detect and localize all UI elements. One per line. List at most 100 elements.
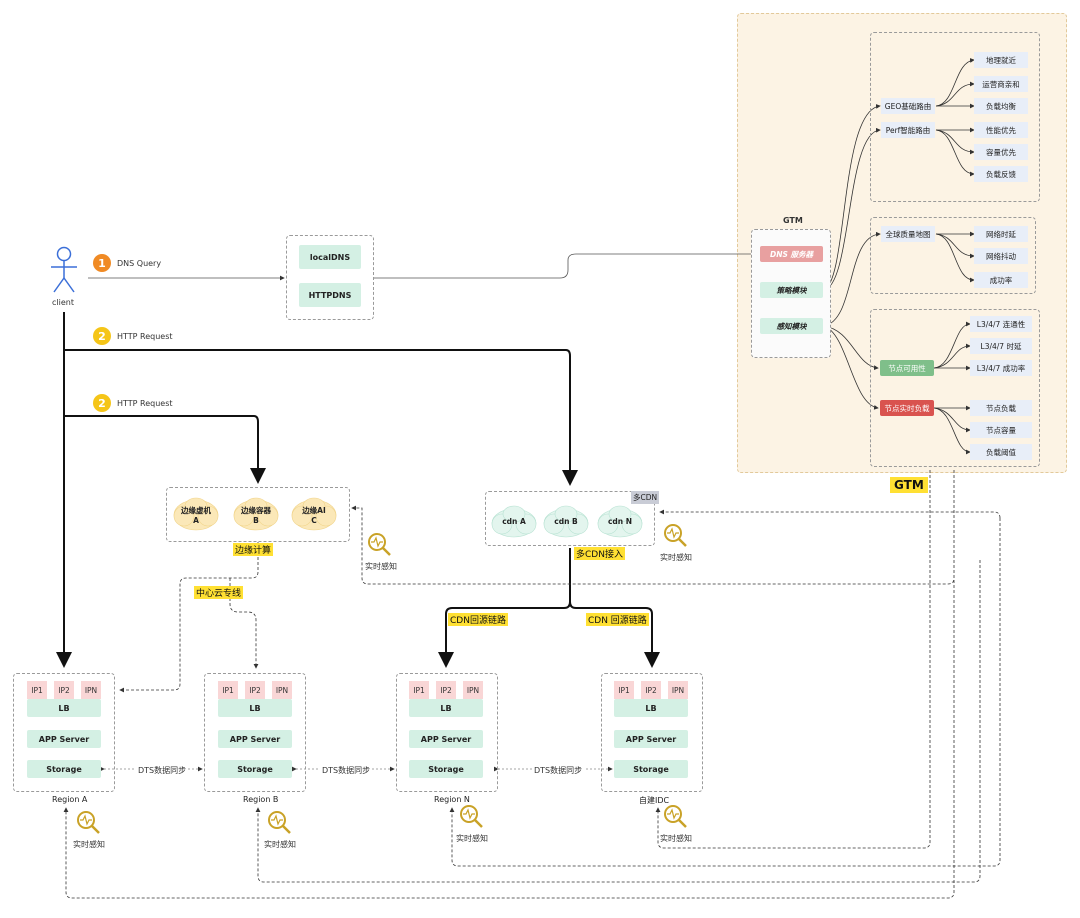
dns-server-box: DNS 服务器 bbox=[760, 246, 823, 262]
edge-ai-line2: C bbox=[311, 516, 317, 525]
perf-leaf-feedback: 负载反馈 bbox=[974, 166, 1028, 182]
cdn-origin-right-label: CDN 回源链路 bbox=[586, 613, 649, 626]
region-b-name: Region B bbox=[243, 795, 279, 804]
region-b-ip2: IP2 bbox=[245, 681, 265, 699]
edge-vm-line2: A bbox=[193, 516, 199, 525]
routing-group bbox=[870, 32, 1040, 202]
region-b-ip1: IP1 bbox=[218, 681, 238, 699]
region-a-ip1: IP1 bbox=[27, 681, 47, 699]
step-badge-2a: 2 bbox=[93, 327, 111, 345]
quality-leaf-jitter: 网络抖动 bbox=[974, 248, 1028, 264]
realtime-label-cdn: 实时感知 bbox=[660, 553, 692, 562]
gtm-title: GTM bbox=[783, 216, 803, 225]
region-a-ip2: IP2 bbox=[54, 681, 74, 699]
realtime-label-n: 实时感知 bbox=[456, 834, 488, 843]
edge-cloud-shapes bbox=[173, 497, 337, 531]
cdn-origin-left-label: CDN回源链路 bbox=[448, 613, 508, 626]
geo-leaf-loadbalance: 负载均衡 bbox=[974, 98, 1028, 114]
quality-group bbox=[870, 217, 1036, 294]
realtime-label-b: 实时感知 bbox=[264, 840, 296, 849]
region-a-lb: LB bbox=[27, 699, 101, 717]
dts-sync-label-3: DTS数据同步 bbox=[532, 765, 585, 776]
region-b-ipn: IPN bbox=[272, 681, 292, 699]
realtime-sense-icon bbox=[664, 524, 687, 547]
region-n-name: Region N bbox=[434, 795, 470, 804]
idc-ipn: IPN bbox=[668, 681, 688, 699]
region-a-app-server: APP Server bbox=[27, 730, 101, 748]
cdn-group bbox=[485, 491, 655, 546]
geo-leaf-nearby: 地理就近 bbox=[974, 52, 1028, 68]
region-n-box bbox=[396, 673, 498, 792]
region-n-ip2: IP2 bbox=[436, 681, 456, 699]
cdn-a-node: cdn A bbox=[502, 517, 526, 526]
idc-app-server: APP Server bbox=[614, 730, 688, 748]
edge-ai-line1: 边缘AI bbox=[302, 506, 326, 515]
realtime-sense-icon bbox=[268, 811, 291, 834]
perf-leaf-performance: 性能优先 bbox=[974, 122, 1028, 138]
edge-container-line2: B bbox=[253, 516, 259, 525]
quality-leaf-success: 成功率 bbox=[974, 272, 1028, 288]
idc-lb: LB bbox=[614, 699, 688, 717]
region-b-app-server: APP Server bbox=[218, 730, 292, 748]
load-leaf-threshold: 负载阈值 bbox=[970, 444, 1032, 460]
gtm-big-label: GTM bbox=[890, 477, 928, 493]
local-dns-group bbox=[286, 235, 374, 320]
client-label: client bbox=[52, 298, 74, 307]
region-n-ip1: IP1 bbox=[409, 681, 429, 699]
cdn-n-node: cdn N bbox=[607, 517, 633, 526]
http-request-label-2: HTTP Request bbox=[117, 399, 173, 408]
region-b-lb: LB bbox=[218, 699, 292, 717]
cdn-b-node: cdn B bbox=[554, 517, 578, 526]
step-badge-1: 1 bbox=[93, 254, 111, 272]
node-availability-node: 节点可用性 bbox=[880, 360, 934, 376]
dns-query-label: DNS Query bbox=[117, 259, 162, 268]
realtime-label-a: 实时感知 bbox=[73, 840, 105, 849]
node-group bbox=[870, 309, 1040, 467]
edge-container-line1: 边缘容器 bbox=[241, 506, 271, 515]
dts-sync-label-2: DTS数据同步 bbox=[320, 765, 373, 776]
private-line-label: 中心云专线 bbox=[194, 586, 244, 599]
region-n-app-server: APP Server bbox=[409, 730, 483, 748]
edge-group bbox=[166, 487, 350, 542]
quality-leaf-latency: 网络时延 bbox=[974, 226, 1028, 242]
dts-sync-label-1: DTS数据同步 bbox=[136, 765, 189, 776]
httpdns-box: HTTPDNS bbox=[299, 283, 361, 307]
idc-ip2: IP2 bbox=[641, 681, 661, 699]
avail-leaf-connectivity: L3/4/7 连通性 bbox=[970, 316, 1032, 332]
client-person-icon bbox=[51, 246, 77, 293]
realtime-label-edge: 实时感知 bbox=[365, 562, 397, 571]
http-request-label-1: HTTP Request bbox=[117, 332, 173, 341]
region-b-box bbox=[204, 673, 306, 792]
idc-ip1: IP1 bbox=[614, 681, 634, 699]
region-b-storage: Storage bbox=[218, 760, 292, 778]
realtime-sense-icon bbox=[368, 533, 391, 556]
cdn-cloud-shapes bbox=[491, 505, 643, 538]
avail-leaf-latency: L3/4/7 时延 bbox=[970, 338, 1032, 354]
node-load-node: 节点实时负载 bbox=[880, 400, 934, 416]
load-leaf-capacity: 节点容量 bbox=[970, 422, 1032, 438]
multi-cdn-tag: 多CDN bbox=[631, 491, 660, 504]
geo-leaf-carrier: 运营商亲和 bbox=[974, 76, 1028, 92]
region-a-storage: Storage bbox=[27, 760, 101, 778]
load-leaf-load: 节点负载 bbox=[970, 400, 1032, 416]
idc-name: 自建IDC bbox=[639, 796, 670, 805]
region-a-ipn: IPN bbox=[81, 681, 101, 699]
edge-computing-label: 边缘计算 bbox=[233, 543, 274, 556]
perf-routing-node: Perf智能路由 bbox=[881, 122, 935, 138]
idc-box bbox=[601, 673, 703, 792]
idc-storage: Storage bbox=[614, 760, 688, 778]
multi-cdn-access-label: 多CDN接入 bbox=[574, 547, 625, 560]
region-n-ipn: IPN bbox=[463, 681, 483, 699]
avail-leaf-success: L3/4/7 成功率 bbox=[970, 360, 1032, 376]
local-dns-box: localDNS bbox=[299, 245, 361, 269]
realtime-label-idc: 实时感知 bbox=[660, 834, 692, 843]
step-badge-2b: 2 bbox=[93, 394, 111, 412]
realtime-sense-icon bbox=[77, 811, 100, 834]
region-n-lb: LB bbox=[409, 699, 483, 717]
realtime-sense-icon bbox=[664, 805, 687, 828]
strategy-module-box: 策略模块 bbox=[760, 282, 823, 298]
region-n-storage: Storage bbox=[409, 760, 483, 778]
